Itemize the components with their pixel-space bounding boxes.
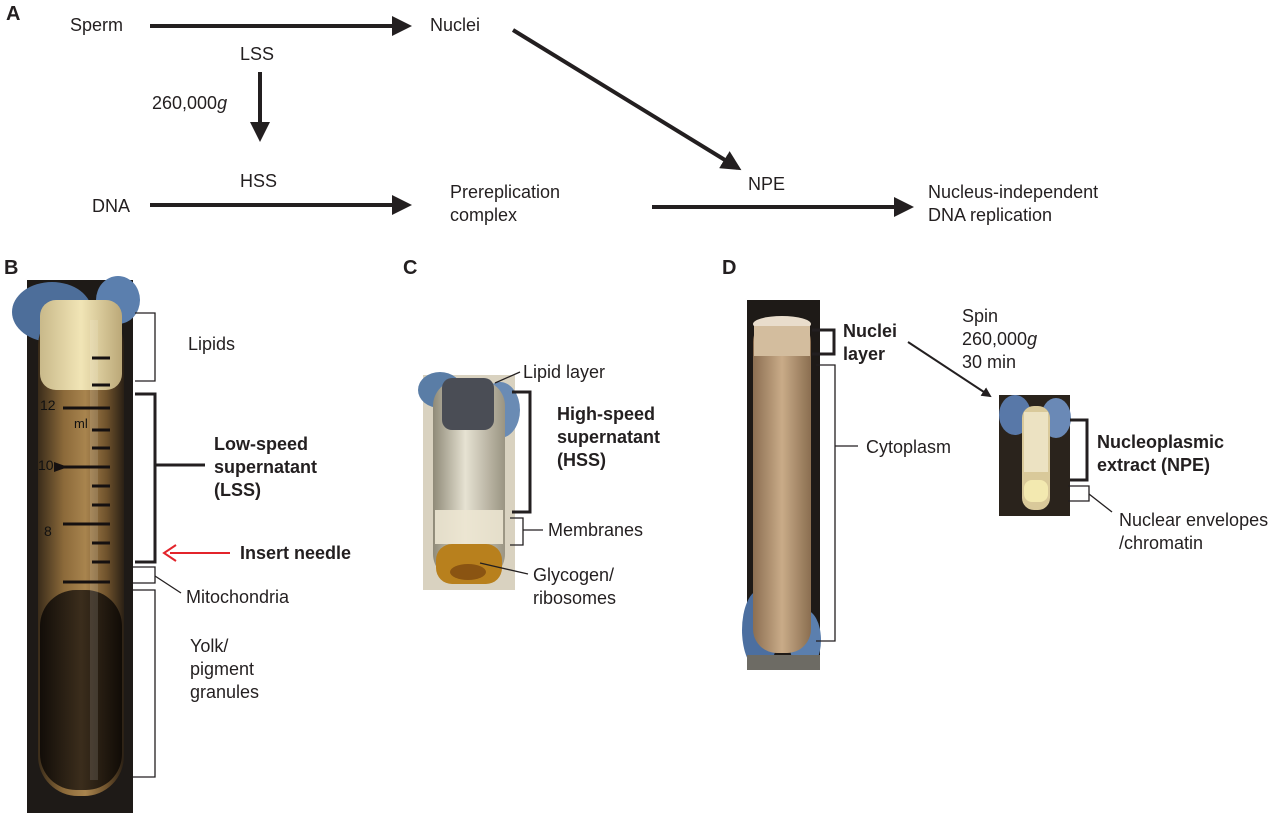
lss-tube-pointer-mark xyxy=(54,462,68,472)
flow-nuclei: Nuclei xyxy=(430,15,481,35)
insert-needle-arrow xyxy=(162,544,230,562)
flow-hss: HSS xyxy=(240,171,278,191)
lss-tube-photo xyxy=(12,276,140,813)
hss-tube-photo xyxy=(418,372,520,590)
membranes-bracket xyxy=(510,517,543,546)
crude-extract-tube-photo xyxy=(742,300,821,670)
scale-label-10: 10 xyxy=(38,457,54,473)
scale-label-ml: ml xyxy=(74,416,88,431)
npe-tube-photo xyxy=(999,395,1071,516)
cytoplasm-bracket xyxy=(816,364,858,642)
hss-bracket xyxy=(512,390,532,514)
label-cytoplasm: Cytoplasm xyxy=(866,437,952,457)
envelopes-bracket xyxy=(1068,485,1090,502)
nuclei-layer-bracket xyxy=(812,328,836,356)
spin-arrow xyxy=(907,341,992,398)
label-insert-needle: Insert needle xyxy=(240,543,352,563)
label-membranes: Membranes xyxy=(548,520,644,540)
label-lipid-layer: Lipid layer xyxy=(523,362,606,382)
panel-label-a: A xyxy=(6,3,21,25)
glycogen-leader xyxy=(479,562,529,575)
label-nuclear-envelopes-chromatin: Nuclear envelopes/chromatin xyxy=(1119,510,1269,553)
envelopes-leader xyxy=(1088,493,1113,513)
label-mitochondria: Mitochondria xyxy=(186,587,290,607)
yolk-bracket xyxy=(133,589,156,778)
panel-label-c: C xyxy=(403,257,418,279)
flow-spin-speed: 260,000g xyxy=(152,93,228,113)
flow-npe: NPE xyxy=(748,174,786,194)
scale-label-8: 8 xyxy=(44,523,52,539)
label-glycogen-ribosomes: Glycogen/ribosomes xyxy=(533,565,617,608)
label-lipids: Lipids xyxy=(188,334,236,354)
lss-bracket xyxy=(135,392,205,564)
lipids-bracket xyxy=(135,312,156,382)
arrow-nuclei-to-npe xyxy=(511,28,742,171)
lipid-layer-leader xyxy=(494,371,521,384)
flow-sperm: Sperm xyxy=(70,15,124,35)
flow-lss: LSS xyxy=(240,44,275,64)
flow-dna: DNA xyxy=(92,196,131,216)
mitochondria-bracket xyxy=(133,566,156,584)
npe-bracket xyxy=(1070,418,1089,482)
scale-label-12: 12 xyxy=(40,397,56,413)
lss-tube-scale-marks xyxy=(63,356,110,584)
mitochondria-leader xyxy=(154,575,182,594)
panel-label-d: D xyxy=(722,257,737,279)
panel-label-b: B xyxy=(4,257,19,279)
